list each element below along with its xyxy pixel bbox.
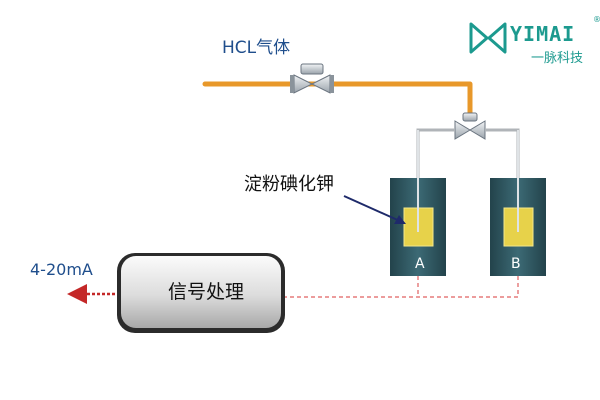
signal-processor-box [117,253,285,333]
reagent-pointer-arrow [343,195,406,224]
brand-name: YIMAI [510,22,576,46]
yimai-logo-icon [469,22,507,54]
brand-subtitle: 一脉科技 [531,51,584,66]
hcl-gas-label: HCL气体 [222,38,291,58]
tank-b-label: B [511,256,521,272]
tank-a-label: A [415,256,425,272]
signal-lines [283,276,519,298]
tank-a [390,130,446,276]
split-valve-icon [454,112,486,140]
tank-b [490,130,546,276]
reagent-label: 淀粉碘化钾 [244,174,334,195]
brand-registered-mark: ® [593,15,600,24]
output-signal-label: 4-20mA [30,260,93,279]
signal-processor-label: 信号处理 [167,281,244,303]
hcl-gas-pipe [202,81,473,114]
gas-line-valve-icon [290,63,334,94]
